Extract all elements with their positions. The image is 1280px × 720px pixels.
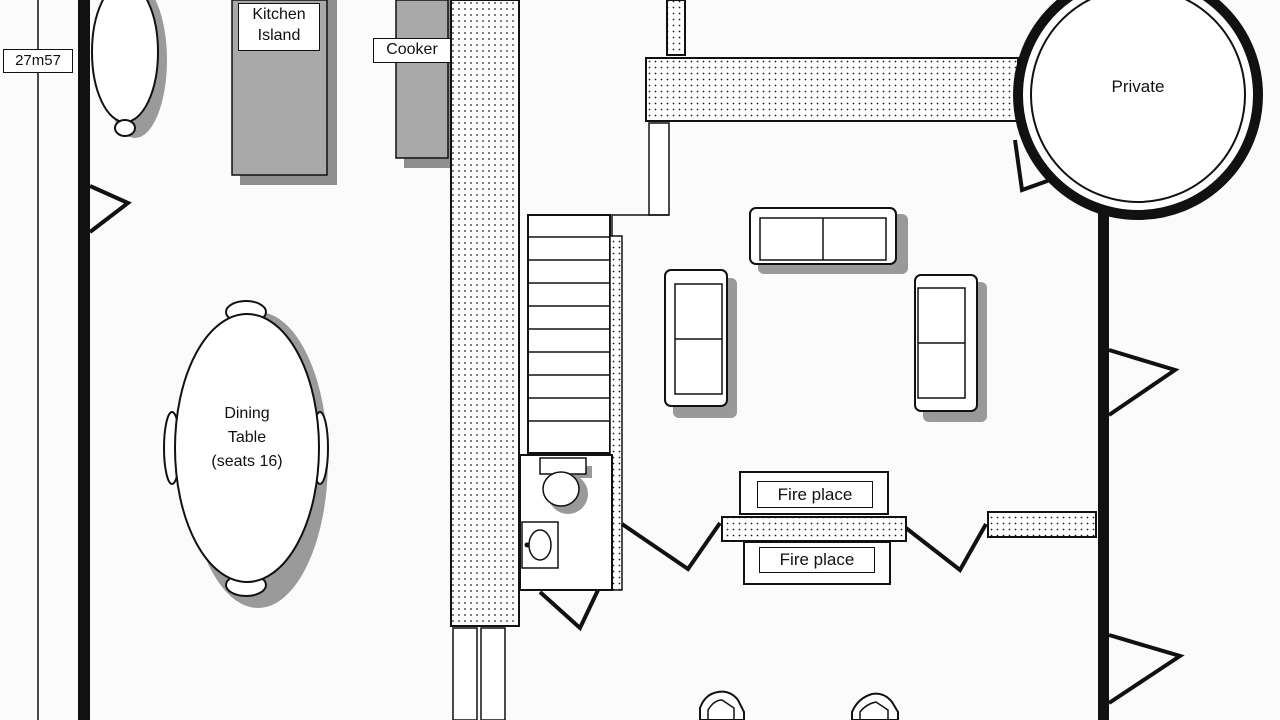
toilet-icon [539,457,592,514]
private-round-room [1013,0,1263,220]
dining-table-label: Dining Table (seats 16) [187,402,307,474]
fire-place-lower-label: Fire place [759,547,875,573]
stair-treads [528,236,610,422]
central-wall [450,0,520,720]
fireplace-door-swings [620,521,988,574]
top-oval-table [91,0,167,138]
private-label: Private [1111,77,1165,96]
wc-door-swing [538,589,600,632]
dining-table-label-line1: Dining [224,405,270,422]
fire-place-upper-label: Fire place [757,481,873,508]
chair-bottom-right [851,692,899,720]
dimension-label: 27m57 [3,49,73,73]
door-swing-left-wall [88,184,132,234]
cooker-counter [395,0,452,168]
cooker-label: Cooker [373,38,451,63]
chair-bottom-left [699,690,745,720]
dining-table [163,300,329,608]
dining-table-label-line2: Table [227,429,267,446]
kitchen-island-label: Kitchen Island [238,3,320,51]
kitchen-island-label-line2: Island [257,27,301,44]
door-swing-right-wall [1107,348,1185,705]
top-partition-walls [611,0,1019,236]
kitchen-island-label-line1: Kitchen [252,6,306,23]
sofa-right [914,274,987,422]
sofa-top [749,207,908,274]
exterior-walls [37,0,1109,720]
dining-table-label-line3: (seats 16) [211,453,283,470]
sink-icon [521,521,559,569]
sofa-left [664,269,737,418]
